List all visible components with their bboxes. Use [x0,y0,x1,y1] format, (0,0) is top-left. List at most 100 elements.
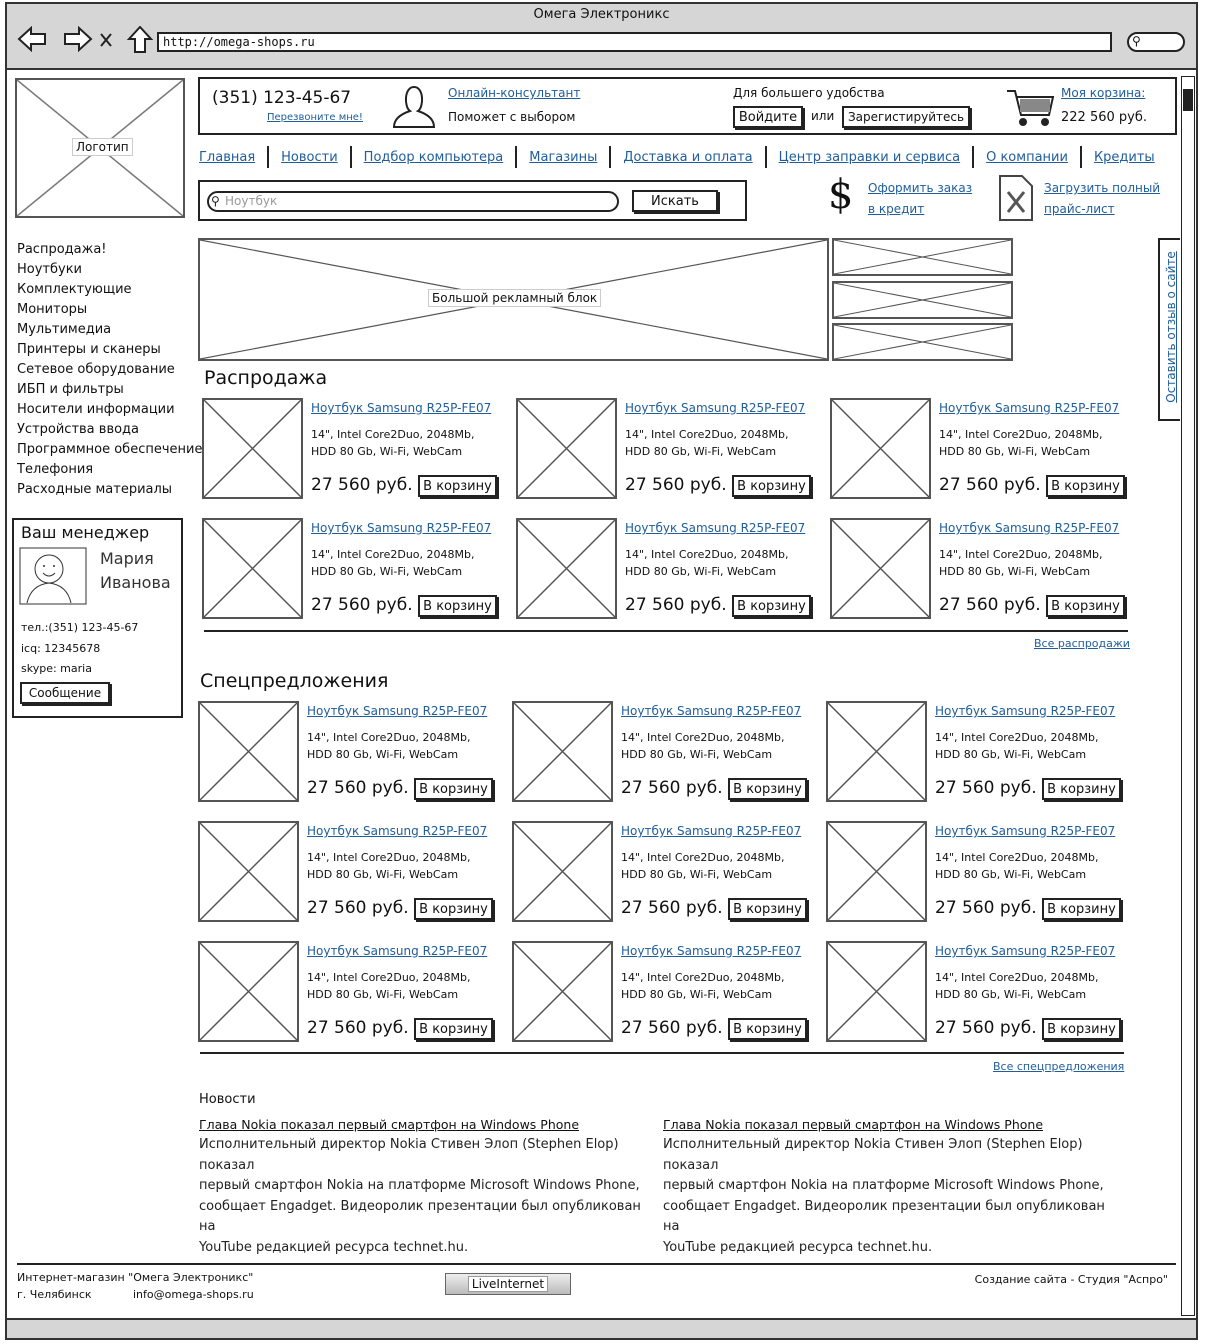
search-input[interactable]: ⚲ Ноутбук [207,191,619,212]
add-to-cart-button[interactable]: В корзину [414,898,493,920]
feedback-tab[interactable]: Оставить отзыв о сайте [1158,238,1180,421]
add-to-cart-button[interactable]: В корзину [418,595,497,617]
category-link[interactable]: Принтеры и сканеры [17,342,161,357]
product-image[interactable] [826,941,927,1042]
scrollbar-thumb[interactable] [1183,89,1193,111]
back-arrow-icon[interactable] [17,26,46,53]
add-to-cart-button[interactable]: В корзину [414,1018,493,1040]
scrollbar[interactable] [1181,76,1195,1316]
forward-arrow-icon[interactable] [64,26,93,53]
message-button[interactable]: Сообщение [20,682,110,704]
add-to-cart-button[interactable]: В корзину [1042,898,1121,920]
all-specials-link[interactable]: Все спецпредложения [993,1060,1125,1073]
product-title[interactable]: Ноутбук Samsung R25P-FE07 [939,521,1120,535]
product-image[interactable] [516,518,617,619]
news-text: первый смартфон Nokia на платформе Micro… [663,1178,1104,1193]
product-title[interactable]: Ноутбук Samsung R25P-FE07 [311,521,492,535]
product-image[interactable] [826,821,927,922]
login-button[interactable]: Войдите [733,106,803,128]
product-title[interactable]: Ноутбук Samsung R25P-FE07 [621,824,802,838]
liveinternet-counter[interactable]: LiveInternet [445,1273,571,1295]
nav-link[interactable]: Доставка и оплата [623,149,753,165]
product-image[interactable] [830,518,931,619]
add-to-cart-button[interactable]: В корзину [732,475,811,497]
product-image[interactable] [198,941,299,1042]
news-title[interactable]: Глава Nokia показал первый смартфон на W… [199,1117,580,1132]
category-link[interactable]: Ноутбуки [17,262,83,277]
callback-link[interactable]: Перезвоните мне! [267,112,363,123]
cart-link[interactable]: Моя корзина: [1061,86,1146,100]
product-title[interactable]: Ноутбук Samsung R25P-FE07 [311,401,492,415]
product-image[interactable] [830,398,931,499]
category-link[interactable]: Комплектующие [17,282,132,297]
product-title[interactable]: Ноутбук Samsung R25P-FE07 [621,944,802,958]
online-consultant-link[interactable]: Онлайн-консультант [448,86,581,100]
category-link[interactable]: Носители информации [17,402,175,417]
all-sales-link[interactable]: Все распродажи [1034,637,1130,650]
product-title[interactable]: Ноутбук Samsung R25P-FE07 [935,824,1116,838]
search-button[interactable]: Искать [632,190,718,212]
add-to-cart-button[interactable]: В корзину [414,778,493,800]
main-banner[interactable]: Большой рекламный блок [198,238,829,361]
footer-email[interactable]: info@omega-shops.ru [133,1288,254,1301]
add-to-cart-button[interactable]: В корзину [418,475,497,497]
product-title[interactable]: Ноутбук Samsung R25P-FE07 [625,401,806,415]
logo-placeholder[interactable]: Логотип [15,78,185,218]
nav-link[interactable]: О компании [986,149,1068,165]
product-title[interactable]: Ноутбук Samsung R25P-FE07 [621,704,802,718]
register-button[interactable]: Зарегистируйтесь [842,106,970,128]
category-link[interactable]: Распродажа! [17,242,107,257]
cart-icon[interactable] [1005,87,1055,129]
product-title[interactable]: Ноутбук Samsung R25P-FE07 [307,824,488,838]
product-image[interactable] [202,518,303,619]
add-to-cart-button[interactable]: В корзину [728,1018,807,1040]
category-link[interactable]: Мониторы [17,302,88,317]
add-to-cart-button[interactable]: В корзину [1046,595,1125,617]
category-link[interactable]: ИБП и фильтры [17,382,124,397]
product-image[interactable] [512,821,613,922]
product-title[interactable]: Ноутбук Samsung R25P-FE07 [625,521,806,535]
nav-link[interactable]: Кредиты [1093,149,1155,165]
nav-link[interactable]: Центр заправки и сервиса [778,149,961,165]
url-bar[interactable]: http://omega-shops.ru [157,32,1112,52]
product-image[interactable] [202,398,303,499]
small-banner[interactable] [832,281,1013,319]
nav-link[interactable]: Новости [281,149,338,165]
product-image[interactable] [512,941,613,1042]
category-link[interactable]: Телефония [17,462,94,477]
product-title[interactable]: Ноутбук Samsung R25P-FE07 [935,704,1116,718]
add-to-cart-button[interactable]: В корзину [1042,1018,1121,1040]
product-title[interactable]: Ноутбук Samsung R25P-FE07 [307,704,488,718]
category-link[interactable]: Мультимедиа [17,322,112,337]
product-image[interactable] [826,701,927,802]
product-title[interactable]: Ноутбук Samsung R25P-FE07 [939,401,1120,415]
product-image[interactable] [198,821,299,922]
add-to-cart-button[interactable]: В корзину [732,595,811,617]
add-to-cart-button[interactable]: В корзину [1042,778,1121,800]
category-link[interactable]: Сетевое оборудование [17,362,175,377]
category-link[interactable]: Расходные материалы [17,482,173,497]
product-spec: HDD 80 Gb, Wi-Fi, WebCam [311,445,463,458]
nav-link[interactable]: Главная [199,149,256,165]
browser-search-field[interactable]: ⚲ [1127,32,1185,52]
product-spec: HDD 80 Gb, Wi-Fi, WebCam [625,565,777,578]
nav-link[interactable]: Подбор компьютера [363,149,504,165]
news-title[interactable]: Глава Nokia показал первый смартфон на W… [663,1117,1044,1132]
category-link[interactable]: Программное обеспечение [17,442,203,457]
category-link[interactable]: Устройства ввода [17,422,140,437]
home-icon[interactable] [126,26,154,53]
small-banner[interactable] [832,238,1013,276]
product-title[interactable]: Ноутбук Samsung R25P-FE07 [307,944,488,958]
small-banner[interactable] [832,323,1013,361]
add-to-cart-button[interactable]: В корзину [1046,475,1125,497]
product-image[interactable] [198,701,299,802]
nav-link[interactable]: Магазины [529,149,598,165]
close-icon[interactable] [100,33,112,47]
product-image[interactable] [512,701,613,802]
add-to-cart-button[interactable]: В корзину [728,778,807,800]
product-title[interactable]: Ноутбук Samsung R25P-FE07 [935,944,1116,958]
add-to-cart-button[interactable]: В корзину [728,898,807,920]
product-image[interactable] [516,398,617,499]
